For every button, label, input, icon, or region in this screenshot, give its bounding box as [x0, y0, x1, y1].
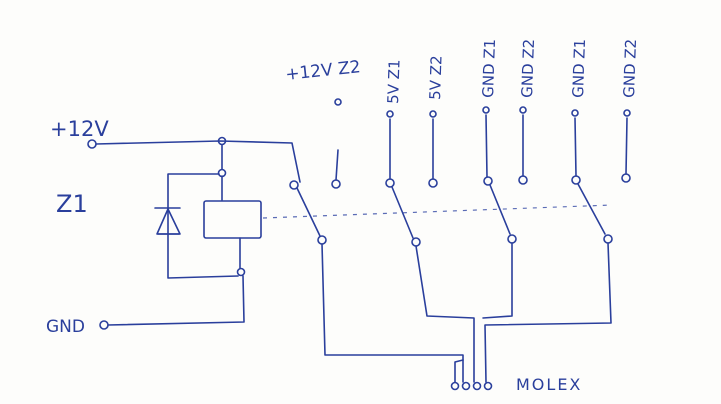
molex-pin-3 — [472, 381, 482, 391]
output-12v-wire — [335, 149, 339, 181]
switch-blade — [391, 186, 414, 239]
switch-contact — [317, 235, 327, 245]
molex-pin-2 — [461, 381, 471, 391]
output-gnd-z2-b-terminal — [623, 109, 631, 117]
input-12v-label: +12V — [50, 117, 109, 141]
molex-wire-12v — [321, 243, 464, 383]
switch-blade — [296, 187, 321, 237]
switch-common-contact — [289, 180, 299, 190]
output-gnd-z1-a-label: GND Z1 — [479, 39, 499, 99]
output-5v-z1-terminal — [386, 110, 394, 118]
gnd-input-wire — [107, 275, 245, 326]
output-gnd-z2-b-wire — [625, 117, 628, 175]
output-gnd-z1-b-wire — [574, 117, 577, 177]
input-12v-terminal — [87, 139, 97, 149]
junction-dot — [236, 267, 246, 277]
diode-branch-wire — [167, 173, 239, 279]
switch-common-contact — [385, 178, 395, 188]
switch-common-contact — [483, 176, 493, 186]
output-gnd-z2-a-label: GND Z2 — [518, 39, 538, 99]
molex-wire-1 — [454, 359, 464, 383]
switch-common-contact — [571, 175, 581, 185]
output-5v-z2-terminal — [429, 110, 437, 118]
output-gnd-z2-a-terminal — [519, 106, 527, 114]
molex-pin-4 — [483, 381, 493, 391]
output-gnd-z1-a-wire — [485, 114, 488, 178]
output-gnd-z1-b-terminal — [571, 109, 579, 117]
output-gnd-z1-a-terminal — [482, 106, 490, 114]
switch-contact — [428, 178, 438, 188]
molex-wire-gnd-a — [482, 242, 513, 319]
switch-contact — [621, 173, 631, 183]
relay-coil — [203, 200, 262, 239]
relay-label: Z1 — [56, 190, 88, 218]
gnd-input-label: GND — [46, 317, 85, 337]
gnd-input-terminal — [99, 320, 109, 330]
output-12v-terminal — [334, 98, 342, 106]
molex-pin-1 — [450, 381, 460, 391]
switch-contact — [411, 237, 421, 247]
output-5v-z1-label: 5V Z1 — [384, 59, 404, 104]
switch-contact — [331, 179, 341, 189]
output-12v-label: +12V Z2 — [284, 57, 361, 85]
molex-wire-gnd-b — [484, 242, 612, 383]
input-12v-wire — [95, 140, 301, 183]
switch-blade — [577, 183, 606, 235]
switch-contact — [603, 234, 613, 244]
relay-mechanical-link — [262, 204, 613, 219]
molex-wire-5v — [415, 245, 475, 383]
output-gnd-z1-b-label: GND Z1 — [569, 39, 589, 99]
molex-label: MOLEX — [516, 375, 582, 394]
switch-contact — [518, 175, 528, 185]
output-5v-z2-label: 5V Z2 — [426, 55, 446, 100]
output-gnd-z2-b-label: GND Z2 — [620, 39, 640, 99]
switch-blade — [489, 184, 511, 235]
switch-contact — [507, 234, 517, 244]
